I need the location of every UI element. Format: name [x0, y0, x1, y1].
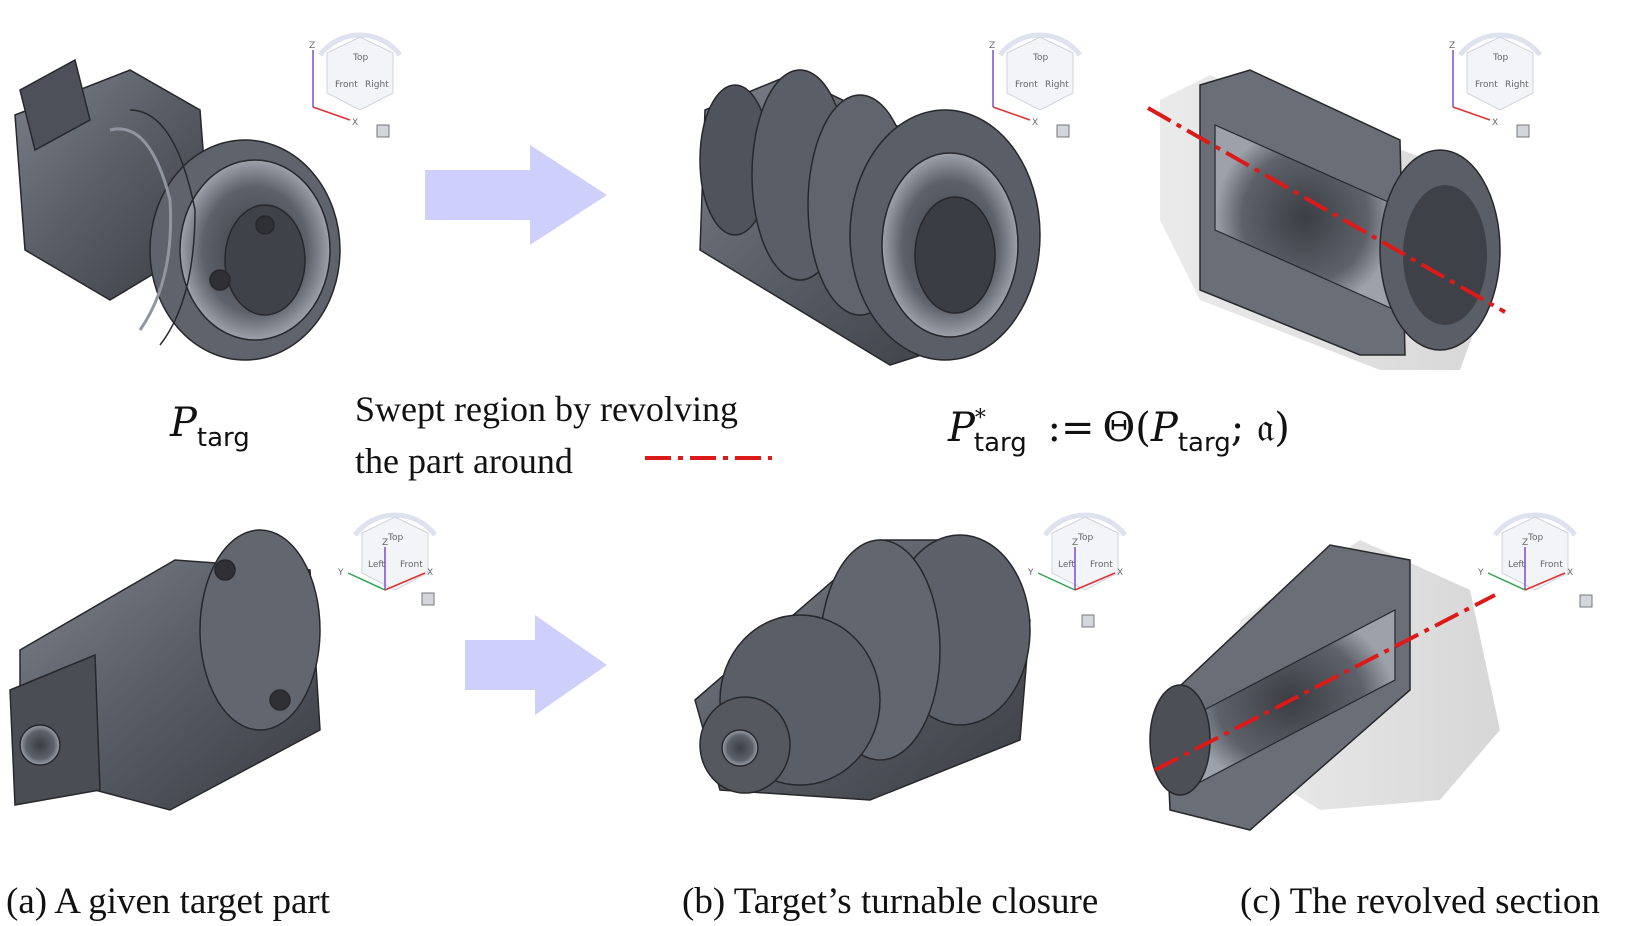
svg-text:Z: Z [1522, 538, 1528, 548]
svg-text:Z: Z [1449, 41, 1455, 51]
svg-text:Top: Top [1077, 533, 1093, 543]
svg-text:Front: Front [400, 560, 423, 570]
caption-c: (c) The revolved section [1240, 881, 1600, 922]
view-cube-top-a[interactable]: Top Front Right Z X [295, 15, 425, 165]
svg-text:Front: Front [1475, 80, 1498, 90]
cube-icon[interactable] [1006, 36, 1074, 111]
view-cube-bottom-c[interactable]: Top Left Front Z X Y [1470, 495, 1600, 645]
svg-text:X: X [1117, 568, 1123, 578]
orbit-ring-icon[interactable] [353, 512, 437, 537]
target-part-top-view [14, 58, 341, 361]
revolved-section-bottom-view [1149, 540, 1500, 831]
cube-icon[interactable] [1051, 516, 1119, 591]
cube-icon[interactable] [326, 36, 394, 111]
svg-text:Z: Z [309, 41, 315, 51]
orbit-ring-icon[interactable] [1493, 512, 1577, 537]
orbit-ring-icon[interactable] [318, 32, 402, 57]
caption-a: (a) A given target part [6, 881, 330, 922]
closure-definition: P*targ :=Θ(Ptarg; 𝔞) [948, 405, 1290, 458]
svg-text:Z: Z [1072, 538, 1078, 548]
swept-region-note-line2: the part around [355, 441, 573, 481]
cube-icon[interactable] [1501, 516, 1569, 591]
display-mode-icon[interactable] [1056, 124, 1070, 138]
svg-text:X: X [427, 568, 433, 578]
view-cube-bottom-b[interactable]: Top Left Front Z X Y [1020, 495, 1150, 645]
svg-text:Top: Top [387, 533, 403, 543]
view-cube-top-c[interactable]: Top Front Right Z X [1435, 15, 1565, 165]
target-part-label: Ptarg [170, 400, 250, 453]
display-mode-icon[interactable] [1516, 124, 1530, 138]
svg-text:Top: Top [1492, 53, 1508, 63]
svg-text:Y: Y [1477, 568, 1484, 578]
arrow-bottom [465, 615, 607, 715]
orbit-ring-icon[interactable] [998, 32, 1082, 57]
svg-text:X: X [1567, 568, 1573, 578]
orbit-ring-icon[interactable] [1043, 512, 1127, 537]
svg-text:Top: Top [352, 53, 368, 63]
target-part-bottom-view [9, 529, 321, 811]
svg-text:Z: Z [382, 538, 388, 548]
svg-text:Left: Left [368, 560, 385, 570]
display-mode-icon[interactable] [421, 592, 435, 606]
svg-text:Left: Left [1508, 560, 1525, 570]
svg-text:Right: Right [1045, 80, 1069, 90]
svg-text:Front: Front [1540, 560, 1563, 570]
cube-icon[interactable] [1466, 36, 1534, 111]
closure-part-top-view [699, 69, 1041, 366]
view-cube-bottom-a[interactable]: Top Left Front Z X Y [330, 495, 460, 645]
orbit-ring-icon[interactable] [1458, 32, 1542, 57]
svg-text:Left: Left [1058, 560, 1075, 570]
view-cube-top-b[interactable]: Top Front Right Z X [975, 15, 1105, 165]
cube-icon[interactable] [361, 516, 429, 591]
display-mode-icon[interactable] [1579, 594, 1593, 608]
revolved-section-top-view [1147, 69, 1506, 370]
svg-text:Top: Top [1032, 53, 1048, 63]
svg-text:Right: Right [1505, 80, 1529, 90]
svg-text:Y: Y [1027, 568, 1034, 578]
closure-part-bottom-view [694, 534, 1031, 801]
display-mode-icon[interactable] [376, 124, 390, 138]
svg-text:Front: Front [1015, 80, 1038, 90]
svg-text:Front: Front [1090, 560, 1113, 570]
svg-text:Top: Top [1527, 533, 1543, 543]
svg-text:X: X [1032, 118, 1038, 128]
svg-text:Front: Front [335, 80, 358, 90]
swept-region-note-line1: Swept region by revolving [355, 389, 738, 429]
arrow-top [425, 145, 607, 245]
svg-text:X: X [352, 118, 358, 128]
caption-b: (b) Target’s turnable closure [682, 881, 1099, 922]
svg-text:Z: Z [989, 41, 995, 51]
svg-text:X: X [1492, 118, 1498, 128]
display-mode-icon[interactable] [1081, 614, 1095, 628]
svg-text:Right: Right [365, 80, 389, 90]
svg-text:Y: Y [337, 568, 344, 578]
